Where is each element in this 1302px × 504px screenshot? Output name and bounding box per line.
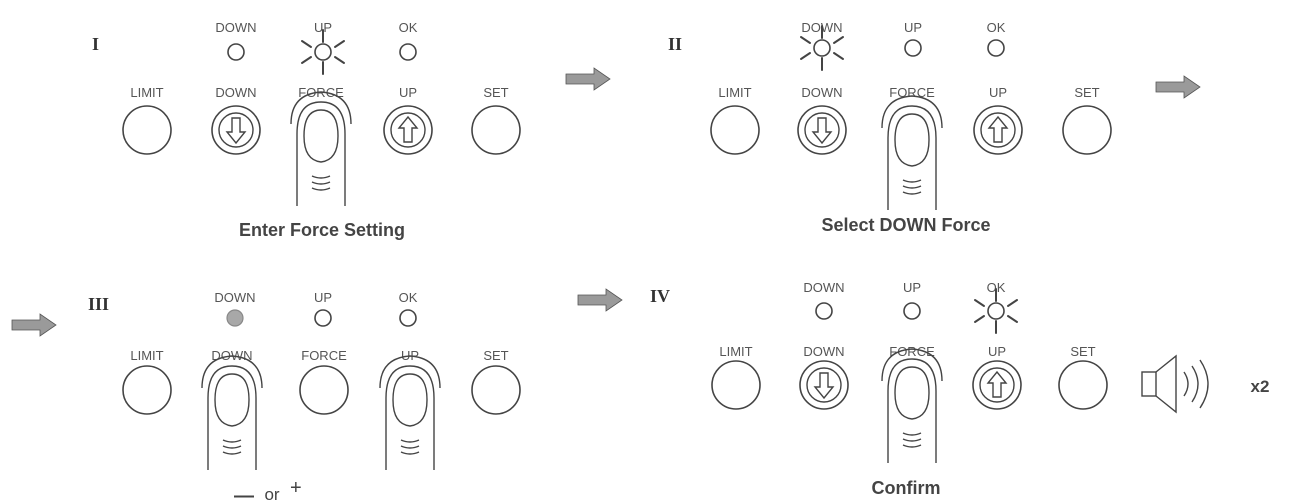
led-down bbox=[815, 302, 833, 320]
led-down-lit bbox=[813, 39, 831, 57]
button-label-force: FORCE bbox=[889, 344, 935, 359]
next-step-arrow-icon bbox=[1155, 75, 1201, 99]
set-button[interactable] bbox=[1062, 105, 1112, 155]
down-button-ring bbox=[804, 112, 840, 148]
step-caption: Select DOWN Force bbox=[821, 215, 990, 235]
finger-press-icon bbox=[290, 91, 352, 207]
panel-4: IV DOWN UP OK LIMIT DOWN FORCE UP SET x2… bbox=[650, 280, 1269, 498]
step-label: III bbox=[88, 294, 109, 314]
led-label-up: UP bbox=[904, 20, 922, 35]
led-down-solid bbox=[226, 309, 244, 327]
finger-press-icon bbox=[881, 95, 943, 211]
set-button[interactable] bbox=[471, 365, 521, 415]
button-label-up: UP bbox=[399, 85, 417, 100]
button-label-limit: LIMIT bbox=[130, 85, 163, 100]
led-label-down: DOWN bbox=[803, 280, 844, 295]
next-step-arrow-icon bbox=[577, 288, 623, 312]
button-label-down: DOWN bbox=[215, 85, 256, 100]
set-button[interactable] bbox=[1058, 360, 1108, 410]
led-down bbox=[227, 43, 245, 61]
down-button-ring bbox=[218, 112, 254, 148]
led-label-ok: OK bbox=[987, 20, 1006, 35]
step-label: I bbox=[92, 34, 99, 54]
limit-button[interactable] bbox=[710, 105, 760, 155]
finger-press-icon bbox=[379, 355, 441, 471]
next-step-arrow-icon bbox=[565, 67, 611, 91]
button-label-set: SET bbox=[1074, 85, 1099, 100]
led-label-up: UP bbox=[903, 280, 921, 295]
finger-press-icon bbox=[881, 348, 943, 464]
up-button-ring bbox=[390, 112, 426, 148]
panel-1: I DOWN UP OK LIMIT DOWN FORCE UP SET Ent… bbox=[92, 20, 521, 240]
limit-button[interactable] bbox=[122, 105, 172, 155]
led-ok bbox=[399, 43, 417, 61]
button-label-up: UP bbox=[988, 344, 1006, 359]
speaker-icon bbox=[1141, 354, 1209, 414]
limit-button[interactable] bbox=[711, 360, 761, 410]
minus-sign: — bbox=[234, 485, 254, 504]
led-label-ok: OK bbox=[399, 20, 418, 35]
led-up bbox=[903, 302, 921, 320]
up-button-ring bbox=[979, 367, 1015, 403]
finger-press-icon bbox=[201, 355, 263, 471]
led-ok bbox=[987, 39, 1005, 57]
button-label-force: FORCE bbox=[301, 348, 347, 363]
led-label-down: DOWN bbox=[214, 290, 255, 305]
led-up bbox=[314, 309, 332, 327]
button-label-down: DOWN bbox=[803, 344, 844, 359]
up-button-ring bbox=[980, 112, 1016, 148]
or-label: or bbox=[264, 485, 279, 504]
button-label-limit: LIMIT bbox=[130, 348, 163, 363]
limit-button[interactable] bbox=[122, 365, 172, 415]
button-label-force: FORCE bbox=[889, 85, 935, 100]
button-label-limit: LIMIT bbox=[719, 344, 752, 359]
led-label-up: UP bbox=[314, 20, 332, 35]
button-label-limit: LIMIT bbox=[718, 85, 751, 100]
button-label-down: DOWN bbox=[801, 85, 842, 100]
led-label-up: UP bbox=[314, 290, 332, 305]
set-button[interactable] bbox=[471, 105, 521, 155]
led-up-lit bbox=[314, 43, 332, 61]
led-ok bbox=[399, 309, 417, 327]
down-button-ring bbox=[806, 367, 842, 403]
panel-3: III DOWN UP OK LIMIT DOWN FORCE UP SET —… bbox=[88, 290, 521, 504]
button-label-set: SET bbox=[483, 348, 508, 363]
step-label: IV bbox=[650, 286, 670, 306]
step-caption: Enter Force Setting bbox=[239, 220, 405, 240]
panel-2: II DOWN UP OK LIMIT DOWN FORCE UP SET Se… bbox=[668, 20, 1112, 235]
button-label-up: UP bbox=[989, 85, 1007, 100]
button-label-set: SET bbox=[483, 85, 508, 100]
led-up bbox=[904, 39, 922, 57]
force-button[interactable] bbox=[299, 365, 349, 415]
step-label: II bbox=[668, 34, 682, 54]
plus-sign: + bbox=[290, 477, 302, 499]
led-label-ok: OK bbox=[399, 290, 418, 305]
next-step-arrow-icon bbox=[11, 313, 57, 337]
led-label-down: DOWN bbox=[215, 20, 256, 35]
led-label-ok: OK bbox=[987, 280, 1006, 295]
button-label-set: SET bbox=[1070, 344, 1095, 359]
step-caption: Confirm bbox=[872, 478, 941, 498]
led-ok-lit bbox=[987, 302, 1005, 320]
beep-count: x2 bbox=[1251, 377, 1270, 396]
